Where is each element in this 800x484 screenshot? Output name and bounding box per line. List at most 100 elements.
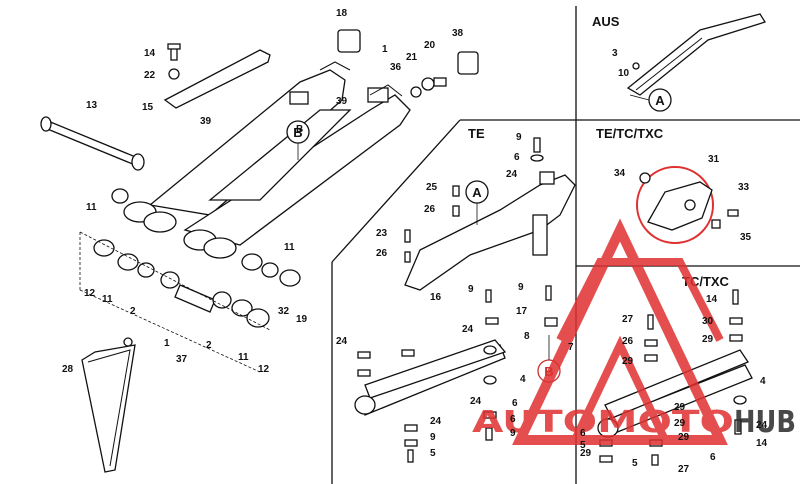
part-number-label: 22 (144, 70, 156, 81)
part-number-label: 21 (406, 52, 418, 63)
part-number-label: 33 (738, 182, 750, 193)
part-number-label: 7 (568, 342, 574, 353)
part-number-label: 13 (86, 100, 98, 111)
part-number-label: 20 (424, 40, 436, 51)
part-18 (337, 29, 361, 53)
svg-text:B: B (293, 125, 302, 140)
part-number-label: 27 (678, 464, 690, 475)
part-number-label: 29 (678, 432, 690, 443)
te-hardware (357, 137, 558, 463)
part-number-label: 29 (674, 402, 686, 413)
part-number-label: 11 (284, 242, 295, 253)
part-number-label: 30 (702, 316, 714, 327)
swingarm-assembly (123, 61, 411, 259)
part-38 (457, 51, 479, 75)
axle-13 (40, 116, 145, 171)
part-number-label: 31 (708, 154, 720, 165)
part-number-label: 25 (426, 182, 438, 193)
part-number-label: 1 (382, 44, 388, 55)
part-number-label: 26 (424, 204, 436, 215)
part-number-label: 6 (510, 414, 516, 425)
part-number-label: 38 (452, 28, 464, 39)
labels-aus-section: 310 (612, 48, 630, 79)
part-number-label: 4 (760, 376, 766, 387)
callout-a-aus: A (629, 88, 672, 112)
section-title-te: TE (468, 126, 485, 141)
part-number-label: 24 (506, 169, 518, 180)
part-number-label: 17 (516, 306, 528, 317)
part-number-label: 1 (164, 338, 170, 349)
chain-slider-28 (81, 337, 136, 473)
part-number-label: 14 (144, 48, 156, 59)
part-number-label: 11 (238, 352, 249, 363)
part-number-label: 12 (258, 364, 270, 375)
part-number-label: 24 (462, 324, 474, 335)
part-number-label: 5 (430, 448, 436, 459)
te-chain-slider (354, 339, 507, 416)
part-number-label: B (296, 124, 303, 135)
part-number-label: 24 (756, 420, 768, 431)
part-number-label: 27 (622, 314, 634, 325)
section-title-aus: AUS (592, 14, 620, 29)
part-number-label: 9 (516, 132, 522, 143)
part-number-label: 36 (390, 62, 402, 73)
part-number-label: 29 (702, 334, 714, 345)
part-number-label: 15 (142, 102, 154, 113)
labels-te-tc-txc-section: 34 31 33 35 (614, 154, 752, 243)
part-number-label: 4 (520, 374, 526, 385)
part-number-label: 16 (430, 292, 442, 303)
svg-text:A: A (472, 185, 482, 200)
part-number-label: 11 (86, 202, 97, 213)
part-number-label: 9 (430, 432, 436, 443)
part-number-label: 32 (278, 306, 290, 317)
part-number-label: 39 (200, 116, 212, 127)
part-number-label: 23 (376, 228, 388, 239)
part-number-label: 19 (296, 314, 308, 325)
part-number-label: 35 (740, 232, 752, 243)
part-number-label: 6 (710, 452, 716, 463)
aus-chain-guide (626, 13, 766, 96)
labels-main-assembly: 18138142215212036393913B1111111222321913… (62, 8, 464, 375)
part-number-label: 34 (614, 168, 626, 179)
callout-a-te: A (465, 180, 489, 225)
part-number-label: 5 (580, 440, 586, 451)
part-number-label: 5 (632, 458, 638, 469)
part-number-label: 10 (618, 68, 630, 79)
part-number-label: 18 (336, 8, 348, 19)
part-number-label: 26 (376, 248, 388, 259)
part-number-label: 29 (674, 418, 686, 429)
part-number-label: 6 (512, 398, 518, 409)
part-number-label: 9 (468, 284, 474, 295)
part-number-label: 29 (580, 448, 592, 459)
part-number-label: 3 (612, 48, 618, 59)
watermark-text-right: HUB (734, 405, 796, 440)
section-title-te-tc-txc: TE/TC/TXC (596, 126, 664, 141)
part-number-label: 37 (176, 354, 188, 365)
part-number-label: 9 (518, 282, 524, 293)
part-number-label: 12 (84, 288, 96, 299)
part-number-label: 8 (524, 331, 530, 342)
part-number-label: 26 (622, 336, 634, 347)
part-number-label: 9 (510, 428, 516, 439)
washer-22 (168, 68, 180, 80)
part-number-label: 29 (622, 356, 634, 367)
te-tc-txc-bracket (636, 166, 739, 244)
part-number-label: 28 (62, 364, 74, 375)
labels-te-section: 9 6 24 25 26 23 26 16 9 9 17 24 8 7 4 24 24 24 6 6 9 9 5 (336, 132, 574, 459)
part-number-label: 6 (580, 428, 586, 439)
part-number-label: 2 (130, 306, 136, 317)
part-number-label: 24 (336, 336, 348, 347)
part-number-label: 2 (206, 340, 212, 351)
part-number-label: 24 (430, 416, 442, 427)
callout-b-main: B (286, 120, 310, 160)
watermark-text-left: AUTOMOTO (472, 405, 734, 440)
part-number-label: 14 (706, 294, 718, 305)
part-number-label: 39 (336, 96, 348, 107)
part-number-label: 24 (470, 396, 482, 407)
part-number-label: 6 (514, 152, 520, 163)
chain-guide-part (163, 49, 271, 109)
part-number-label: 11 (102, 294, 113, 305)
automotohub-watermark: AUTOMOTO HUB (472, 218, 796, 445)
